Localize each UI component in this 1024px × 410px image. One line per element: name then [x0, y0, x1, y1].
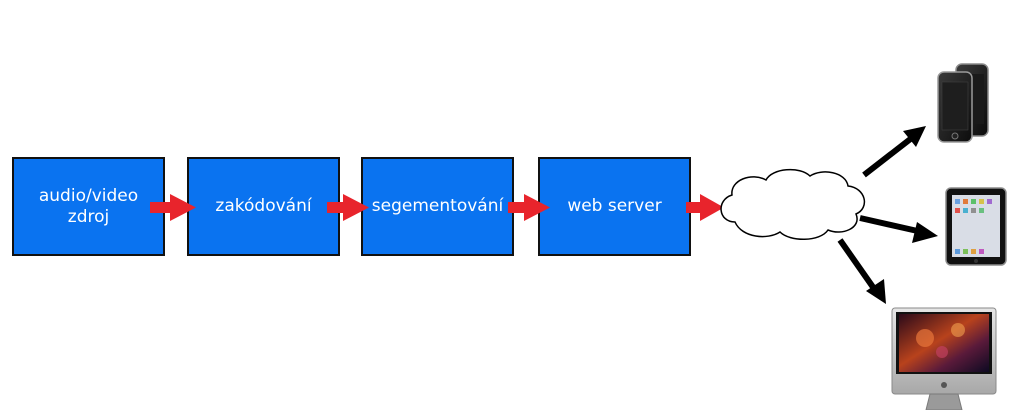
desktop-computer-icon [891, 307, 997, 410]
device-arrow-desktop [837, 238, 886, 304]
step-audio-video-source: audio/video zdroj [12, 157, 165, 256]
step-label: zakódování [215, 196, 312, 216]
flow-arrow-3 [508, 194, 550, 221]
step-segmenting: segementování [361, 157, 514, 256]
flow-arrow-1 [150, 194, 196, 221]
tablet-icon [945, 187, 1007, 266]
device-arrow-tablet [859, 215, 938, 243]
network-cloud-icon [720, 168, 866, 240]
flow-arrow-2 [327, 194, 369, 221]
flow-arrow-4 [686, 194, 724, 221]
step-label: segementování [371, 196, 504, 216]
step-label: audio/video zdroj [38, 185, 139, 227]
step-label: web server [567, 196, 662, 216]
smartphone-icon [937, 63, 989, 143]
device-arrow-phone [862, 126, 926, 178]
